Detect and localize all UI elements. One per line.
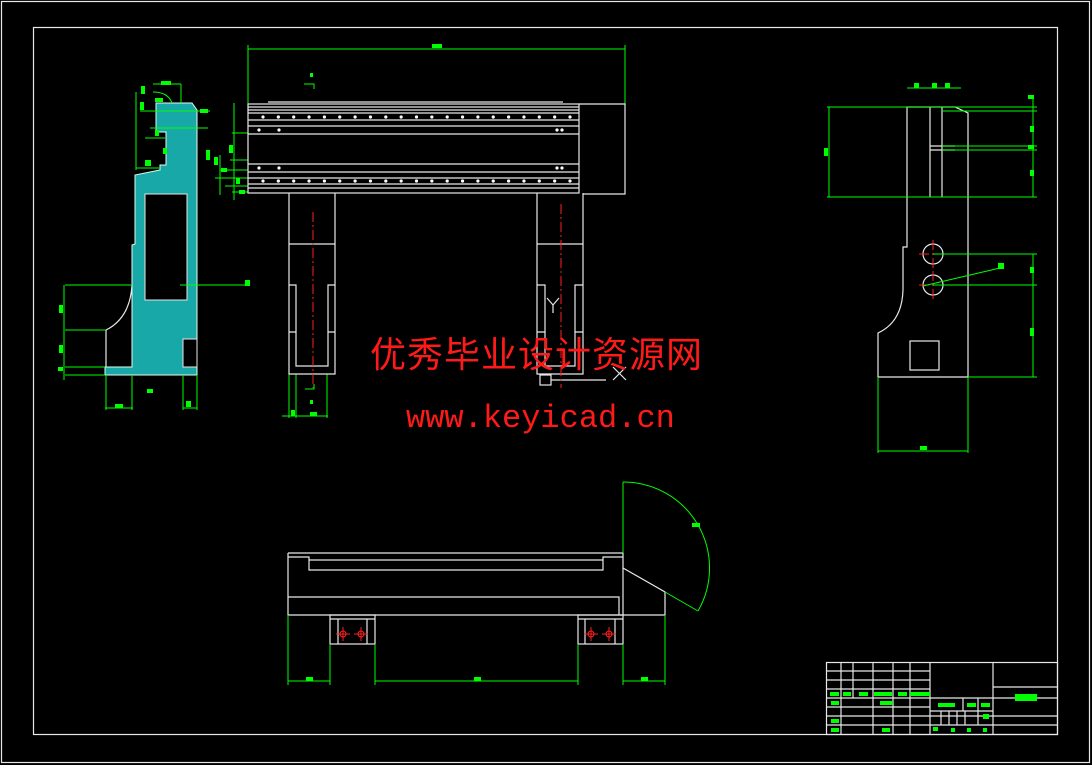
bolt-hole — [568, 179, 572, 183]
bolt-hole — [292, 115, 296, 119]
bolt-hole — [507, 115, 511, 119]
section-cavity — [144, 193, 188, 301]
bolt-hole — [522, 179, 526, 183]
bolt-holes — [257, 115, 572, 183]
bolt-hole — [445, 179, 449, 183]
section-arc — [105, 284, 133, 367]
bolt-hole — [414, 179, 419, 183]
crossbeam — [247, 103, 580, 194]
side-window — [909, 340, 940, 371]
bolt-hole — [555, 128, 559, 132]
drawing-border — [32, 26, 1059, 736]
watermark-title: 优秀毕业设计资源网 — [370, 335, 704, 376]
guide-rails — [248, 106, 579, 189]
bolt-hole — [430, 115, 434, 119]
bolt-hole — [507, 179, 511, 183]
bolt-hole — [537, 179, 541, 183]
footing-block — [577, 614, 624, 645]
bolt-hole — [276, 115, 280, 119]
bolt-hole — [322, 179, 326, 183]
bolt-hole — [522, 115, 526, 119]
bolt-hole — [568, 115, 572, 119]
bolt-hole — [414, 115, 419, 119]
bolt-hole — [553, 179, 557, 183]
bolt-hole — [491, 179, 495, 183]
bolt-hole — [460, 179, 465, 183]
footing-block — [329, 614, 376, 645]
bolt-hole — [476, 179, 480, 183]
bolt-hole — [384, 179, 388, 183]
bolt-hole — [353, 115, 357, 119]
bolt-hole — [460, 115, 465, 119]
bolt-hole — [307, 115, 311, 119]
bolt-hole — [430, 179, 434, 183]
bolt-hole — [555, 166, 559, 170]
bolt-hole — [338, 115, 342, 119]
bolt-hole — [368, 115, 373, 119]
right-leg — [536, 193, 627, 386]
plan-dimensions — [287, 481, 711, 685]
section-notch — [182, 338, 198, 368]
bolt-hole — [353, 179, 357, 183]
bolt-hole — [292, 179, 296, 183]
section-view — [58, 81, 250, 410]
bolt-hole — [277, 128, 281, 132]
bolt-hole — [553, 115, 557, 119]
bolt-hole — [560, 166, 564, 170]
side-dimensions — [827, 87, 1037, 453]
ucs-x-icon — [612, 366, 627, 381]
bolt-hole — [399, 115, 403, 119]
side-dimension-labels — [824, 83, 1034, 450]
bolt-hole — [257, 128, 261, 132]
bolt-hole — [338, 179, 342, 183]
dimension-labels — [58, 81, 250, 408]
bolt-hole — [537, 115, 541, 119]
bolt-hole — [322, 115, 326, 119]
bolt-hole — [445, 115, 449, 119]
plan-view — [287, 481, 711, 685]
front-view — [206, 44, 627, 418]
bolt-hole — [277, 166, 281, 170]
anchor-bolts — [336, 627, 616, 641]
section-dimensions — [63, 83, 250, 410]
left-leg — [288, 193, 336, 375]
bolt-hole — [307, 179, 311, 183]
ucs-y-icon — [546, 297, 560, 313]
bolt-hole — [491, 115, 495, 119]
bolt-hole — [560, 128, 564, 132]
bolt-hole — [261, 179, 265, 183]
side-view — [824, 83, 1037, 453]
plan-dimension-labels — [306, 523, 700, 681]
bolt-hole — [368, 179, 373, 183]
side-outline — [877, 106, 969, 378]
front-dimension-labels — [206, 44, 442, 416]
bolt-hole — [261, 115, 265, 119]
front-dimensions — [215, 45, 626, 418]
bolt-hole — [399, 179, 403, 183]
bolt-hole — [476, 115, 480, 119]
watermark-url[interactable]: www.keyicad.cn — [406, 400, 675, 437]
bolt-hole — [257, 166, 261, 170]
bolt-hole — [276, 179, 280, 183]
title-block — [825, 661, 1059, 736]
bolt-hole — [384, 115, 388, 119]
